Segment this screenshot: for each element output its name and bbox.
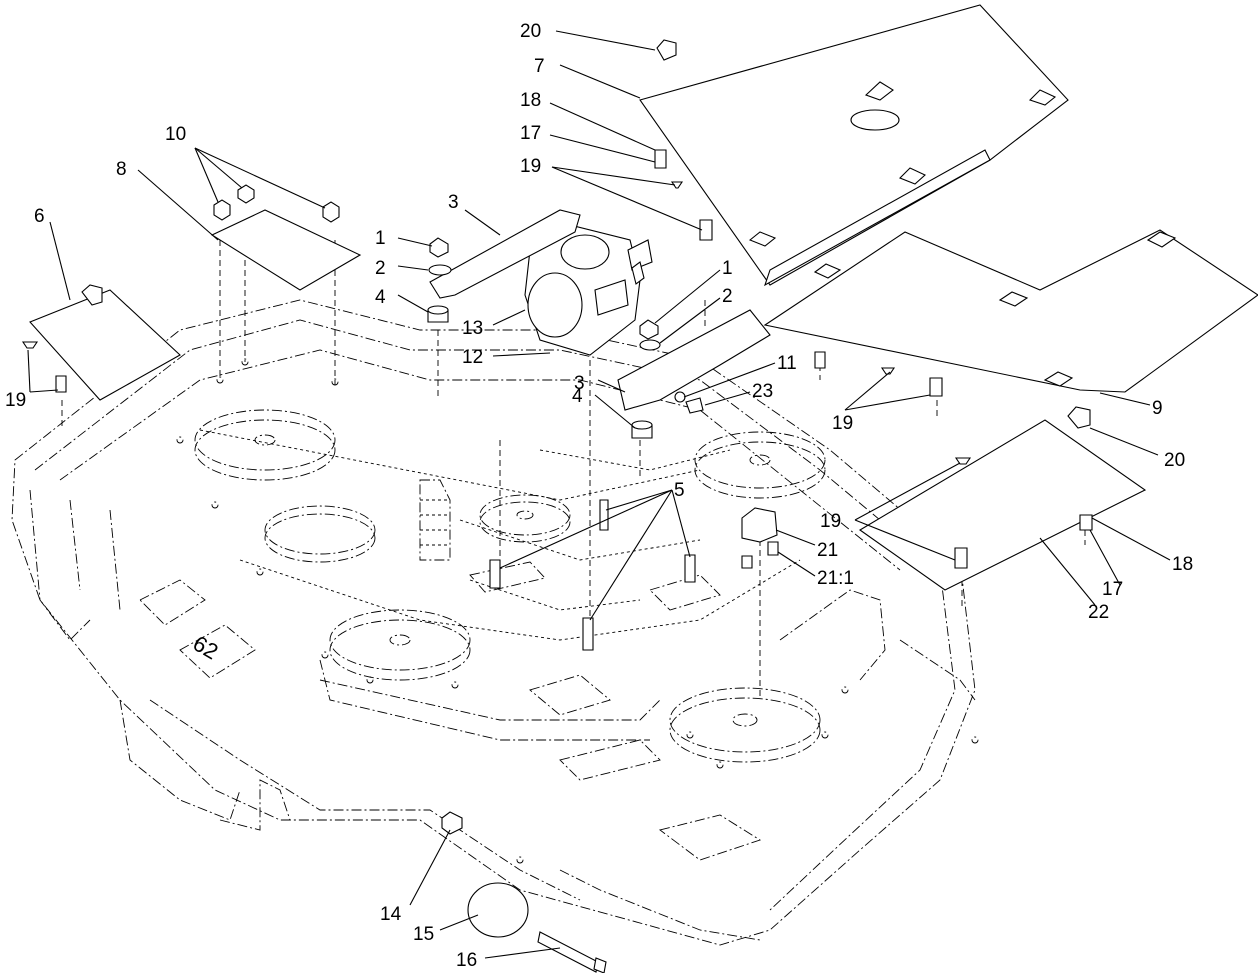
callout-6: 6 <box>34 206 45 227</box>
callout-3-top: 3 <box>448 192 459 213</box>
hardware-small-parts <box>21 149 1093 973</box>
callout-9: 9 <box>1152 398 1163 419</box>
callout-4-left: 4 <box>375 287 386 308</box>
callout-2-left: 2 <box>375 258 386 279</box>
part-3-brackets <box>429 209 771 411</box>
callout-19-mid: 19 <box>832 413 853 434</box>
callout-labels: 20 7 18 17 19 10 8 6 19 3 1 2 4 13 12 1 … <box>5 21 1193 971</box>
callout-1-left: 1 <box>375 228 386 249</box>
callout-20-top: 20 <box>520 21 541 42</box>
callout-4-bottom: 4 <box>572 386 583 407</box>
callout-16: 16 <box>456 950 477 971</box>
callout-22: 22 <box>1088 602 1109 623</box>
callout-14: 14 <box>380 904 402 925</box>
part-7-top-cover <box>639 4 1069 287</box>
callout-5: 5 <box>674 480 685 501</box>
part-13-gearbox <box>524 224 653 356</box>
callout-15: 15 <box>413 924 434 945</box>
part-8-left-plate <box>210 209 362 291</box>
callout-13: 13 <box>462 318 483 339</box>
part-22-right-plate <box>858 406 1147 591</box>
leader-lines <box>27 30 1171 959</box>
callout-23: 23 <box>752 381 773 402</box>
callout-19-left: 19 <box>5 390 26 411</box>
part-9-right-cover <box>763 229 1258 393</box>
assembly-centerlines <box>61 240 1086 700</box>
callout-18-right: 18 <box>1172 554 1193 575</box>
mower-deck-housing <box>11 299 979 946</box>
callout-21-1: 21:1 <box>817 568 854 589</box>
part-6-left-plate <box>29 284 181 401</box>
callout-3-bottom: 3 <box>574 373 585 394</box>
callout-18-top: 18 <box>520 90 541 111</box>
callout-7: 7 <box>534 56 545 77</box>
callout-19-top: 19 <box>520 156 541 177</box>
callout-17-top: 17 <box>520 123 541 144</box>
callout-20-right: 20 <box>1164 450 1185 471</box>
callout-19-right: 19 <box>820 511 841 532</box>
callout-10: 10 <box>165 124 186 145</box>
callout-1-right: 1 <box>722 258 733 279</box>
callout-11: 11 <box>777 353 797 374</box>
callout-8: 8 <box>116 159 127 180</box>
callout-2-right: 2 <box>722 286 733 307</box>
callout-12: 12 <box>462 347 483 368</box>
deck-decal-62: 62 <box>189 631 223 665</box>
callout-17-right: 17 <box>1102 579 1123 600</box>
callout-21: 21 <box>817 540 838 561</box>
